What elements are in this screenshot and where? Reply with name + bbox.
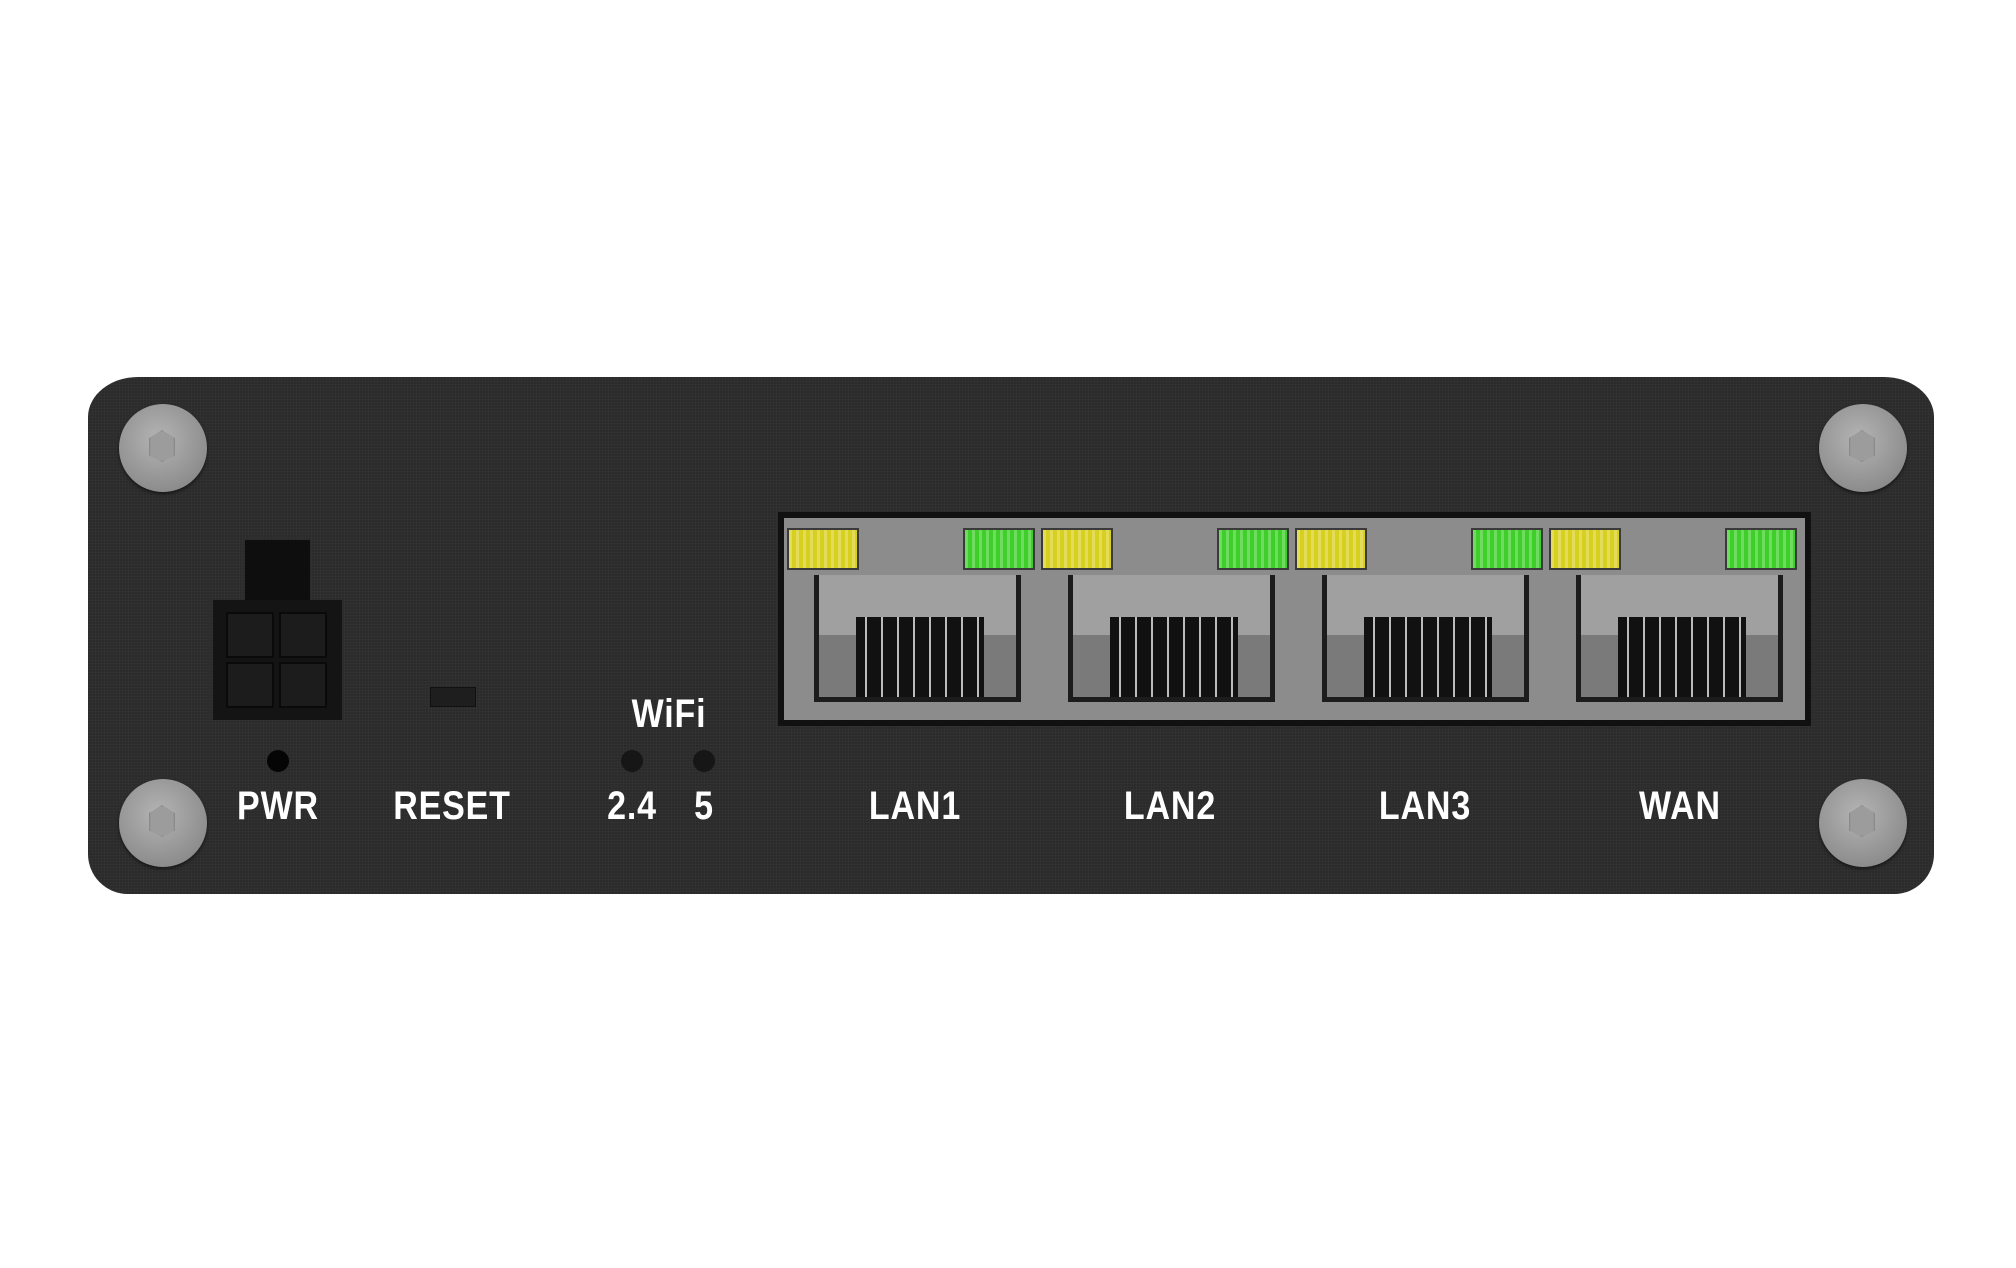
jack-contacts — [856, 617, 984, 697]
wifi-24-label: 2.4 — [607, 784, 657, 828]
pwr-label: PWR — [237, 784, 319, 828]
port-activity-led-yellow-icon — [1549, 528, 1621, 570]
screw-bottom-right-icon — [1819, 779, 1907, 867]
power-pin — [279, 662, 327, 708]
power-pin — [279, 612, 327, 658]
port-label-lan3: LAN3 — [1378, 784, 1472, 828]
port-link-led-green-icon — [1725, 528, 1797, 570]
jack-contacts — [1110, 617, 1238, 697]
ethernet-port-lan2[interactable] — [1038, 518, 1292, 720]
port-activity-led-yellow-icon — [787, 528, 859, 570]
ethernet-port-block — [778, 512, 1811, 726]
screw-bottom-left-icon — [119, 779, 207, 867]
rj45-jack — [1068, 575, 1275, 702]
power-connector-latch — [245, 540, 310, 602]
port-activity-led-yellow-icon — [1041, 528, 1113, 570]
wifi-label: WiFi — [631, 692, 707, 736]
port-label-wan: WAN — [1639, 784, 1721, 828]
port-face — [784, 518, 1805, 720]
power-led-icon — [267, 750, 289, 772]
screw-top-right-icon — [1819, 404, 1907, 492]
port-activity-led-yellow-icon — [1295, 528, 1367, 570]
rj45-jack — [1322, 575, 1529, 702]
wifi-24-led-icon — [621, 750, 643, 772]
power-pin — [226, 662, 274, 708]
screw-top-left-icon — [119, 404, 207, 492]
wifi-5-label: 5 — [694, 784, 714, 828]
port-label-lan2: LAN2 — [1123, 784, 1217, 828]
port-link-led-green-icon — [1217, 528, 1289, 570]
port-link-led-green-icon — [1471, 528, 1543, 570]
rj45-jack — [1576, 575, 1783, 702]
port-label-lan1: LAN1 — [868, 784, 962, 828]
reset-button[interactable] — [430, 687, 476, 707]
ethernet-port-wan[interactable] — [1546, 518, 1800, 720]
ethernet-port-lan1[interactable] — [784, 518, 1038, 720]
jack-contacts — [1364, 617, 1492, 697]
port-link-led-green-icon — [963, 528, 1035, 570]
jack-contacts — [1618, 617, 1746, 697]
ethernet-port-lan3[interactable] — [1292, 518, 1546, 720]
power-connector[interactable] — [213, 600, 342, 720]
power-pin — [226, 612, 274, 658]
wifi-5-led-icon — [693, 750, 715, 772]
rj45-jack — [814, 575, 1021, 702]
reset-label: RESET — [393, 784, 511, 828]
